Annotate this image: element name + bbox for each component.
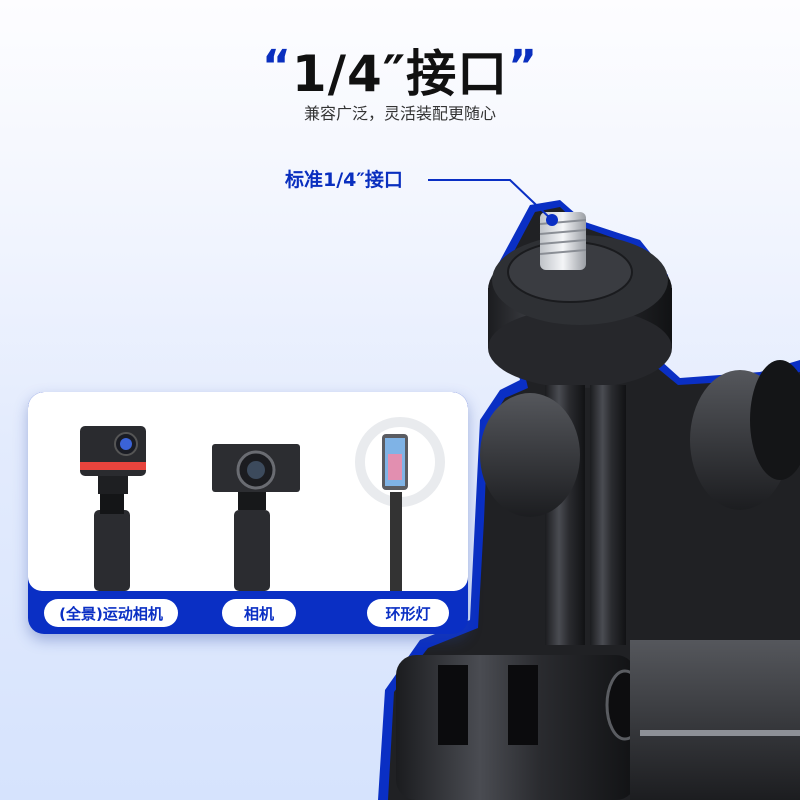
tag-action-camera: (全景)运动相机: [44, 599, 178, 627]
camera-icon: [212, 444, 300, 591]
tag-camera: 相机: [222, 599, 296, 627]
callout-label: 标准1/4″接口: [285, 169, 403, 191]
subtitle: 兼容广泛，灵活装配更随心: [303, 104, 496, 123]
card-image-area: [28, 392, 468, 591]
title-text: 1/4″接口: [291, 45, 509, 103]
page-title: “1/4″接口”: [0, 34, 800, 106]
ring-light-icon: [355, 417, 445, 591]
tag-ring-light: 环形灯: [367, 599, 449, 627]
close-quote: ”: [508, 41, 539, 92]
action-camera-icon: [80, 426, 146, 591]
compatibility-card: (全景)运动相机 相机 环形灯: [28, 392, 468, 634]
open-quote: “: [261, 41, 292, 92]
